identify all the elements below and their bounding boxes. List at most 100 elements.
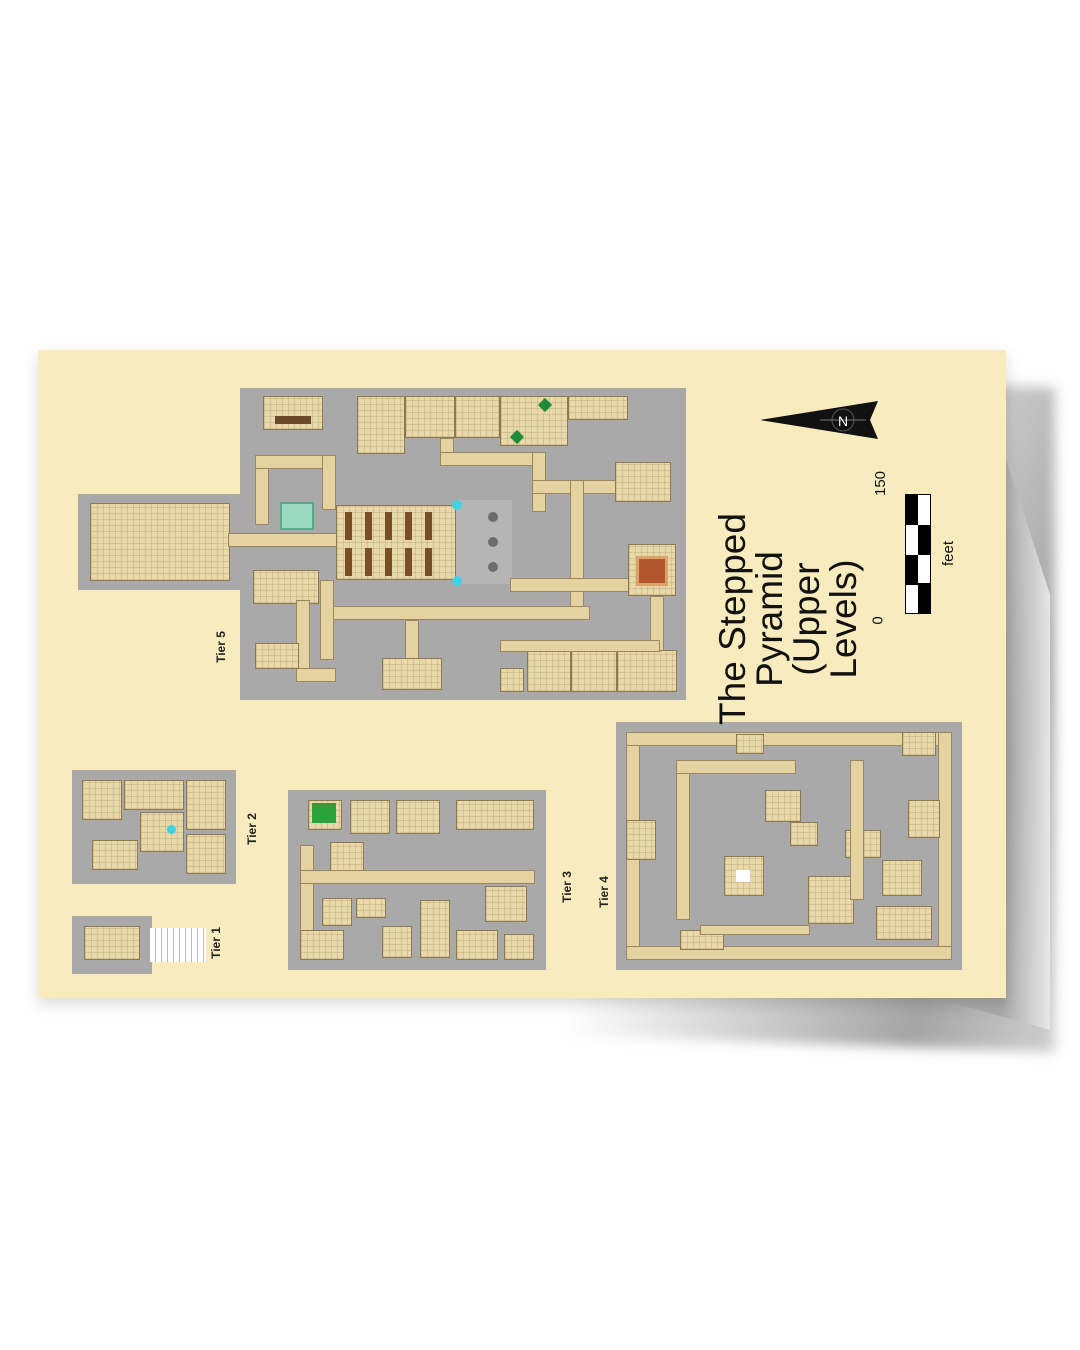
room-58 — [568, 396, 628, 420]
scale-start-label: 0 — [869, 616, 887, 625]
scale-segment — [918, 583, 930, 613]
room-56b — [455, 396, 500, 438]
title-line-1: The Stepped — [712, 513, 753, 725]
room-22 — [350, 800, 390, 834]
corridor-outer — [626, 946, 952, 960]
tier-2-rooms-b — [124, 780, 184, 810]
room-41 — [255, 643, 299, 669]
scale-segment — [918, 525, 930, 555]
entry-stairs — [150, 928, 206, 962]
corridor — [700, 925, 810, 935]
north-label: N — [838, 413, 848, 429]
room-56a — [405, 396, 455, 438]
scale-segment — [906, 495, 918, 525]
scale-bar — [905, 494, 931, 614]
room-35 — [902, 732, 936, 756]
tier-4-label: Tier 4 — [596, 876, 611, 908]
scale-segment — [906, 555, 918, 585]
tier-2-rooms-a — [82, 780, 122, 820]
room-11 — [456, 930, 498, 960]
tier-2-rooms-e — [92, 840, 138, 870]
tier-1-label: Tier 1 — [208, 927, 223, 959]
tier-2-rooms-d — [140, 812, 184, 852]
room-48 — [253, 570, 319, 604]
room-42 — [382, 658, 442, 690]
room-10 — [504, 934, 534, 960]
pool — [280, 502, 314, 530]
fountain — [452, 500, 462, 510]
corridor — [296, 668, 336, 682]
room-53 — [615, 462, 671, 502]
room-30 — [882, 860, 922, 896]
room-46 — [571, 650, 617, 692]
pew — [385, 548, 392, 576]
map-title: The Stepped Pyramid (Upper Levels) — [712, 499, 864, 739]
room-14 — [382, 926, 412, 958]
fountain — [452, 576, 462, 586]
tier-3-label: Tier 3 — [559, 871, 574, 903]
corridor — [300, 870, 535, 884]
tier-1-entry-room — [84, 926, 140, 960]
pew — [365, 512, 372, 540]
pew — [405, 512, 412, 540]
tier-2-label: Tier 2 — [244, 813, 259, 845]
room-34 — [790, 822, 818, 846]
room-54 — [263, 396, 323, 430]
corridor — [320, 606, 590, 620]
pew — [385, 512, 392, 540]
room-16 — [300, 930, 344, 960]
corridor — [676, 760, 796, 774]
room-32 — [736, 734, 764, 754]
room-12 — [485, 886, 527, 922]
corridor — [440, 452, 545, 466]
room-50-great-hall — [90, 503, 230, 581]
room-15 — [356, 898, 386, 918]
statue — [488, 537, 498, 547]
scale-unit-label: feet — [940, 540, 958, 567]
room-28 — [808, 876, 854, 924]
room-55 — [357, 396, 405, 454]
pew — [425, 512, 432, 540]
room-13 — [420, 900, 450, 958]
statue — [488, 562, 498, 572]
corridor — [405, 620, 419, 660]
pew — [345, 548, 352, 576]
title-line-3: (Upper Levels) — [786, 559, 864, 679]
room-36 — [908, 800, 940, 838]
fountain — [167, 825, 176, 834]
shrine-block — [736, 870, 750, 882]
room-23 — [396, 800, 440, 834]
corridor — [570, 480, 584, 620]
corridor — [322, 455, 336, 510]
pew — [425, 548, 432, 576]
room-51-pew-hall — [336, 505, 456, 580]
room-17 — [322, 898, 352, 926]
pew — [405, 548, 412, 576]
corridor-main — [228, 533, 338, 547]
room-24 — [456, 800, 534, 830]
furniture — [275, 416, 311, 424]
tier-5-label: Tier 5 — [213, 631, 228, 663]
tier-2-rooms-c — [186, 780, 226, 830]
room-47 — [617, 650, 677, 692]
room-31 — [626, 820, 656, 860]
corridor — [500, 640, 660, 652]
corridor-outer — [938, 732, 952, 960]
altar — [636, 556, 668, 586]
sanctum — [456, 500, 512, 584]
room-33 — [765, 790, 801, 822]
pew — [345, 512, 352, 540]
room-43 — [500, 668, 524, 692]
room-20 — [330, 842, 364, 872]
corridor — [320, 580, 334, 660]
tier-2-rooms-f — [186, 834, 226, 874]
pew — [365, 548, 372, 576]
corridor — [676, 760, 690, 920]
north-arrow-icon: N — [760, 401, 878, 439]
corridor — [510, 578, 630, 592]
room-45 — [527, 650, 571, 692]
green-pool — [312, 803, 336, 823]
corridor — [850, 760, 864, 900]
room-27 — [876, 906, 932, 940]
statue — [488, 512, 498, 522]
